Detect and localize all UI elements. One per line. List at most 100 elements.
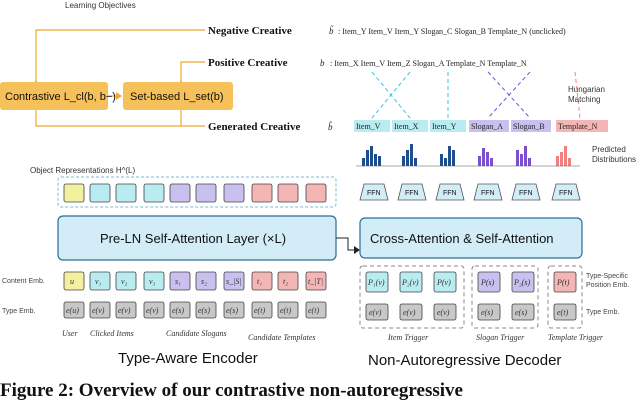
objective-connectors (35, 29, 205, 127)
svg-text:P₂(s): P₂(s) (513, 278, 530, 287)
svg-text:v₂: v₂ (121, 277, 128, 286)
svg-text:e(t): e(t) (280, 306, 291, 315)
svg-text:e(s): e(s) (481, 308, 493, 317)
svg-text:P(t): P(t) (556, 278, 570, 287)
hungarian-label-2: Matching (568, 95, 600, 104)
svg-text:P₁(v): P₁(v) (367, 278, 385, 287)
svg-text:e(v): e(v) (403, 308, 416, 317)
decoder-type-tokens (365, 303, 577, 321)
positive-creative-label: Positive Creative (208, 57, 288, 69)
decoder-title: Non-Autoregressive Decoder (368, 352, 561, 369)
group-label-user: User (62, 329, 78, 338)
object-repr-tokens (63, 183, 327, 203)
svg-text:e(s): e(s) (226, 306, 238, 315)
item-trigger-group (359, 265, 465, 329)
svg-text:P₂(v): P₂(v) (401, 278, 419, 287)
generated-creative-label: Generated Creative (208, 121, 300, 133)
generated-item-box (354, 120, 390, 132)
generated-item-4: Slogan_A (471, 122, 503, 131)
arrowhead (354, 246, 360, 254)
template-trigger-label: Template Trigger (548, 333, 604, 342)
encoder-title: Type-Aware Encoder (118, 350, 258, 367)
generated-item-2: Item_X (394, 122, 419, 131)
svg-text:e(u): e(u) (66, 306, 79, 315)
svg-text:e(s): e(s) (515, 308, 527, 317)
negative-creative-row: : Item_Y Item_V Item_Y Slogan_C Slogan_B… (338, 27, 566, 36)
svg-text:t₂: t₂ (283, 277, 288, 286)
decoder-position-tokens (365, 271, 577, 293)
svg-text:e(s): e(s) (198, 306, 210, 315)
svg-text:s₁: s₁ (175, 277, 181, 286)
ffn-block (511, 183, 541, 201)
figure-caption: Figure 2: Overview of our contrastive no… (0, 380, 463, 401)
svg-text:u: u (70, 277, 74, 286)
slogan-trigger-label: Slogan Trigger (476, 333, 525, 342)
ffn-label: FFN (405, 190, 419, 197)
set-loss-box (123, 82, 233, 110)
svg-text:e(t): e(t) (254, 306, 265, 315)
svg-text:v₃: v₃ (149, 277, 156, 286)
decoder-type-labels: e(v) e(v) e(v) e(s) e(s) e(t) (369, 308, 568, 317)
negative-creative-var: b̃ (329, 26, 334, 36)
object-repr-group (57, 176, 337, 208)
svg-text:s_|S|: s_|S| (226, 277, 242, 286)
decoder-cross-attention-layer (359, 217, 583, 259)
generated-item-6: Template_N (558, 122, 598, 131)
positive-creative-var: b (320, 58, 325, 68)
object-representations-label: Object Representations H^(L) (30, 166, 135, 175)
predicted-distributions (356, 144, 580, 167)
svg-text:e(s): e(s) (172, 306, 184, 315)
slogan-trigger-group (471, 265, 539, 329)
set-loss-label: Set-based L_set(b) (130, 91, 224, 103)
svg-text:P(s): P(s) (480, 278, 495, 287)
encoder-layer-label: Pre-LN Self-Attention Layer (×L) (100, 231, 286, 246)
hungarian-matching-lines (371, 71, 581, 119)
ffn-blocks: FFN FFN FFN FFN FFN FFN (359, 183, 581, 201)
ffn-block (397, 183, 427, 201)
generated-slogan-box (511, 120, 551, 132)
generated-item-box (392, 120, 428, 132)
ffn-label: FFN (481, 190, 495, 197)
decoder-type-emb-label: Type Emb. (586, 309, 620, 316)
predicted-label-1: Predicted (592, 145, 626, 154)
generated-item-5: Slogan_B (513, 122, 545, 131)
contrastive-loss-box (0, 82, 108, 110)
learning-objectives-label: Learning Objectives (65, 1, 136, 10)
svg-text:e(v): e(v) (437, 308, 450, 317)
ffn-block (359, 183, 389, 201)
predicted-label-2: Distributions (592, 155, 636, 164)
encoder-content-tokens (63, 271, 327, 291)
generated-slogan-box (469, 120, 509, 132)
ffn-label: FFN (367, 190, 381, 197)
encoder-content-labels: u v₁ v₂ v₃ s₁ s₂ s_|S| t₁ t₂ t_|T| (70, 277, 323, 286)
encoder-type-tokens (63, 301, 327, 319)
decoder-layer-label: Cross-Attention & Self-Attention (370, 231, 554, 246)
encoder-to-decoder-arrow (336, 237, 356, 251)
svg-text:t₁: t₁ (257, 277, 262, 286)
ffn-block (551, 183, 581, 201)
generated-item-box (430, 120, 466, 132)
ffn-label: FFN (519, 190, 533, 197)
ffn-label: FFN (559, 190, 573, 197)
svg-text:e(t): e(t) (308, 306, 319, 315)
hungarian-label-1: Hungarian (568, 85, 605, 94)
generated-template-box (556, 120, 608, 132)
svg-text:e(v): e(v) (92, 306, 105, 315)
svg-text:e(v): e(v) (146, 306, 159, 315)
ffn-label: FFN (443, 190, 457, 197)
svg-text:e(v): e(v) (369, 308, 382, 317)
contrastive-loss-label: Contrastive L_cl(b, b−) (5, 91, 116, 103)
generated-items: Item_V Item_X Item_Y Slogan_A Slogan_B T… (354, 120, 608, 132)
group-label-items: Clicked Items (90, 329, 134, 338)
decoder-position-labels: P₁(v) P₂(v) P(v) P(s) P₂(s) P(t) (367, 278, 570, 287)
positive-creative-row: : Item_X Item_V Item_Z Slogan_A Template… (330, 59, 527, 68)
ffn-block (473, 183, 503, 201)
svg-text:s₂: s₂ (201, 277, 207, 286)
content-emb-label: Content Emb. (2, 278, 45, 285)
negative-creative-label: Negative Creative (208, 25, 292, 37)
group-label-templates: Candidate Templates (248, 333, 315, 342)
ffn-block (435, 183, 465, 201)
svg-text:e(v): e(v) (118, 306, 131, 315)
svg-text:v₁: v₁ (95, 277, 102, 286)
